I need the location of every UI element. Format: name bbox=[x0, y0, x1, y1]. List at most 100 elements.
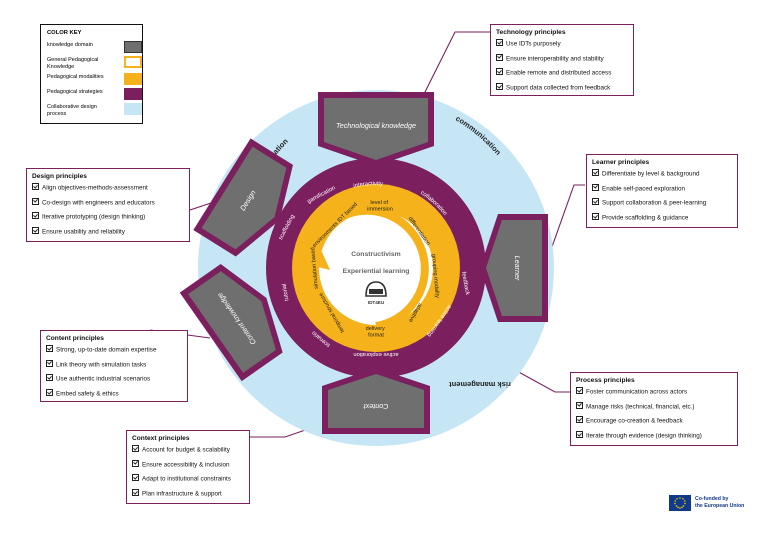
modality-immersion-line: immersion bbox=[367, 207, 393, 213]
modality-level-line: level of bbox=[370, 200, 388, 206]
checkbox-icon bbox=[592, 198, 599, 206]
logo-text: IDT4EU bbox=[368, 300, 385, 305]
checkbox-icon bbox=[32, 227, 39, 235]
checkbox-icon bbox=[46, 374, 53, 382]
context-principles-title: Context principles bbox=[132, 435, 190, 442]
list-item: Adapt to institutional constraints bbox=[132, 474, 244, 484]
learner-domain: Learner bbox=[480, 214, 548, 322]
item-text: Embed safety & ethics bbox=[56, 390, 119, 398]
item-text: Account for budget & scalability bbox=[142, 446, 230, 454]
key-row-modalities: Pedagogical modalities bbox=[47, 73, 142, 88]
eu-line-1: Co-funded by bbox=[695, 496, 729, 502]
list-item: Plan infrastructure & support bbox=[132, 489, 244, 499]
key-swatch-gold-outline bbox=[124, 56, 142, 68]
checkbox-icon bbox=[32, 212, 39, 220]
learner-principles-title: Learner principles bbox=[592, 159, 650, 166]
eu-flag-icon bbox=[669, 495, 691, 511]
color-key-title: COLOR KEY bbox=[47, 30, 82, 36]
item-text: Enable remote and distributed access bbox=[506, 69, 612, 77]
technological-knowledge-label: Technological knowledge bbox=[336, 121, 416, 130]
context-domain: Context bbox=[322, 368, 430, 434]
checkbox-icon bbox=[496, 39, 503, 46]
strategy-active-exploration: active exploration bbox=[353, 351, 398, 357]
process-principles-box: Process principles Foster communication … bbox=[570, 372, 738, 446]
checkbox-icon bbox=[132, 474, 139, 482]
list-item: Enable remote and distributed access bbox=[496, 68, 628, 78]
item-text: Encourage co-creation & feedback bbox=[586, 417, 683, 425]
item-text: Plan infrastructure & support bbox=[142, 490, 222, 498]
list-item: Enable self-paced exploration bbox=[592, 183, 732, 194]
key-swatch-gold bbox=[124, 73, 142, 85]
strategy-tutorial: tutorial bbox=[282, 283, 291, 301]
list-item: Provide scaffolding & guidance bbox=[592, 213, 732, 223]
item-text: Use IDTs purposely bbox=[506, 40, 561, 48]
item-text: Strong, up-to-date domain expertise bbox=[56, 346, 157, 354]
experiential-learning-label: Experiential learning bbox=[343, 268, 410, 275]
item-text: Support data collected from feedback bbox=[506, 84, 611, 92]
eu-line-2: the European Union bbox=[695, 503, 745, 509]
list-item: Ensure interoperability and stability bbox=[496, 53, 628, 64]
key-row-general-pedagogical: General Pedagogical Knowledge bbox=[47, 56, 142, 73]
key-label: Collaborative design process bbox=[47, 104, 97, 117]
checkbox-icon bbox=[592, 183, 599, 191]
modality-delivery-format: delivery format bbox=[366, 326, 387, 339]
checkbox-icon bbox=[132, 445, 139, 452]
connector-learner bbox=[547, 184, 585, 259]
key-label: Pedagogical strategies bbox=[47, 89, 103, 95]
list-item: Iterate through evidence (design thinkin… bbox=[576, 431, 732, 441]
checkbox-icon bbox=[46, 359, 53, 367]
checkbox-icon bbox=[132, 459, 139, 467]
content-principles-box: Content principles Strong, up-to-date do… bbox=[40, 330, 188, 402]
context-principles-box: Context principles Account for budget & … bbox=[126, 430, 250, 504]
key-label: knowledge domain bbox=[47, 42, 93, 48]
color-key: COLOR KEY knowledge domain General Pedag… bbox=[40, 24, 143, 124]
list-item: Support collaboration & peer-learning bbox=[592, 198, 732, 208]
list-item: Use authentic industrial scenarios bbox=[46, 374, 182, 384]
modality-delivery-line: delivery bbox=[366, 326, 385, 332]
item-text: Iterate through evidence (design thinkin… bbox=[586, 432, 702, 440]
checkbox-icon bbox=[576, 431, 583, 439]
item-text: Ensure interoperability and stability bbox=[506, 55, 604, 63]
risk-management-label: risk management bbox=[449, 380, 511, 389]
connector-technology bbox=[419, 31, 490, 103]
context-label: Context bbox=[363, 402, 389, 411]
list-item: Foster communication across actors bbox=[576, 387, 732, 397]
checkbox-icon bbox=[496, 68, 503, 76]
item-text: Support collaboration & peer-learning bbox=[602, 199, 707, 207]
modality-simulation-based: simulation based bbox=[310, 247, 320, 289]
list-item: Use IDTs purposely bbox=[496, 39, 628, 49]
modality-level-of-immersion: level of immersion bbox=[367, 200, 393, 213]
item-text: Provide scaffolding & guidance bbox=[602, 214, 689, 222]
constructivism-label: Constructivism bbox=[351, 251, 400, 258]
design-principles-box: Design principles Align objectives-metho… bbox=[26, 168, 190, 242]
checkbox-icon bbox=[576, 416, 583, 424]
key-swatch-light-blue bbox=[124, 103, 142, 115]
process-principles-title: Process principles bbox=[576, 377, 635, 384]
connector-process bbox=[514, 369, 570, 393]
key-row-collaborative: Collaborative design process bbox=[47, 103, 142, 119]
checkbox-icon bbox=[46, 389, 53, 397]
learner-label: Learner bbox=[513, 256, 522, 281]
checkbox-icon bbox=[32, 197, 39, 205]
list-item: Strong, up-to-date domain expertise bbox=[46, 345, 182, 355]
key-label: Pedagogical modalities bbox=[47, 74, 104, 80]
item-text: Co-design with engineers and educators bbox=[42, 199, 155, 207]
content-knowledge-domain: Content knowledge bbox=[179, 263, 283, 382]
eu-cofunded-text: Co-funded by the European Union bbox=[695, 496, 744, 510]
list-item: Support data collected from feedback bbox=[496, 83, 628, 93]
strategy-feedback: feedback bbox=[460, 271, 470, 295]
checkbox-icon bbox=[46, 345, 53, 352]
design-principles-title: Design principles bbox=[32, 173, 87, 180]
checkbox-icon bbox=[496, 83, 503, 91]
design-domain: Design bbox=[193, 138, 293, 257]
item-text: Manage risks (technical, financial, etc.… bbox=[586, 403, 695, 411]
list-item: Differentiate by level & background bbox=[592, 169, 732, 179]
list-item: Encourage co-creation & feedback bbox=[576, 416, 732, 426]
list-item: Account for budget & scalability bbox=[132, 445, 244, 455]
cycle-arrowhead bbox=[298, 243, 330, 270]
item-text: Adapt to institutional constraints bbox=[142, 475, 231, 483]
item-text: Align objectives-methods-assessment bbox=[42, 184, 148, 192]
content-principles-title: Content principles bbox=[46, 335, 104, 342]
list-item: Embed safety & ethics bbox=[46, 389, 182, 399]
